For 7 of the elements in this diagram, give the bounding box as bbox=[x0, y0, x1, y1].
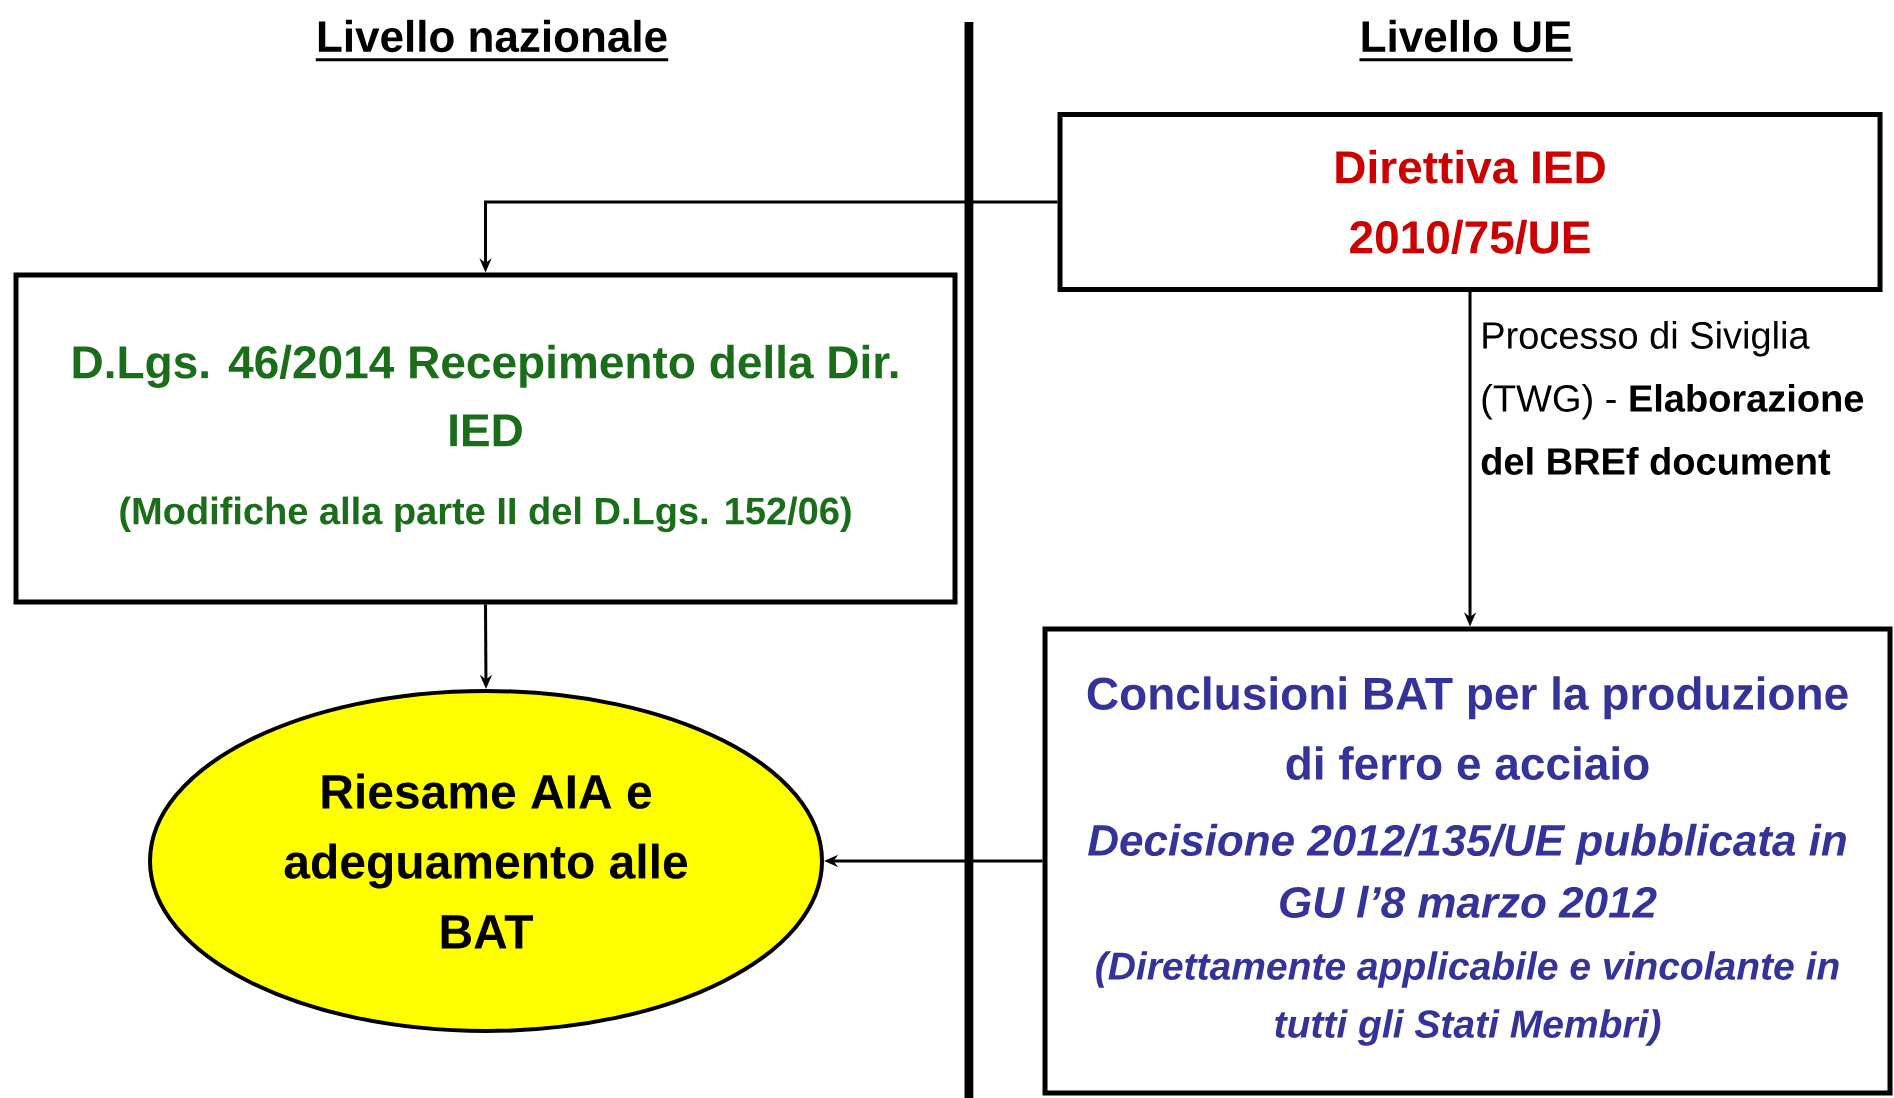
column-heading: Livello UE bbox=[1359, 19, 1573, 62]
text-box: Direttiva IED 2010/75/UE bbox=[1057, 112, 1883, 292]
edge-label: Processo di Siviglia (TWG) - Elaborazione del BREf document bbox=[1481, 321, 1864, 475]
text-box: Conclusioni BAT per la produzione di ferro e acciaio Decisione 2012/135/UE pubblicata in GU l’8 marzo 2012 (Direttamente applicabile e vincolante in tutti gli Stati Membri) bbox=[1042, 626, 1893, 1096]
text-box: D.Lgs. 46/2014 Recepimento della Dir. IED (Modifiche alla parte II del D.Lgs. 152/06) bbox=[13, 272, 958, 605]
ellipse-node: Riesame AIA e adeguamento alle BAT bbox=[148, 689, 824, 1033]
column-heading: Livello nazionale bbox=[315, 19, 669, 62]
